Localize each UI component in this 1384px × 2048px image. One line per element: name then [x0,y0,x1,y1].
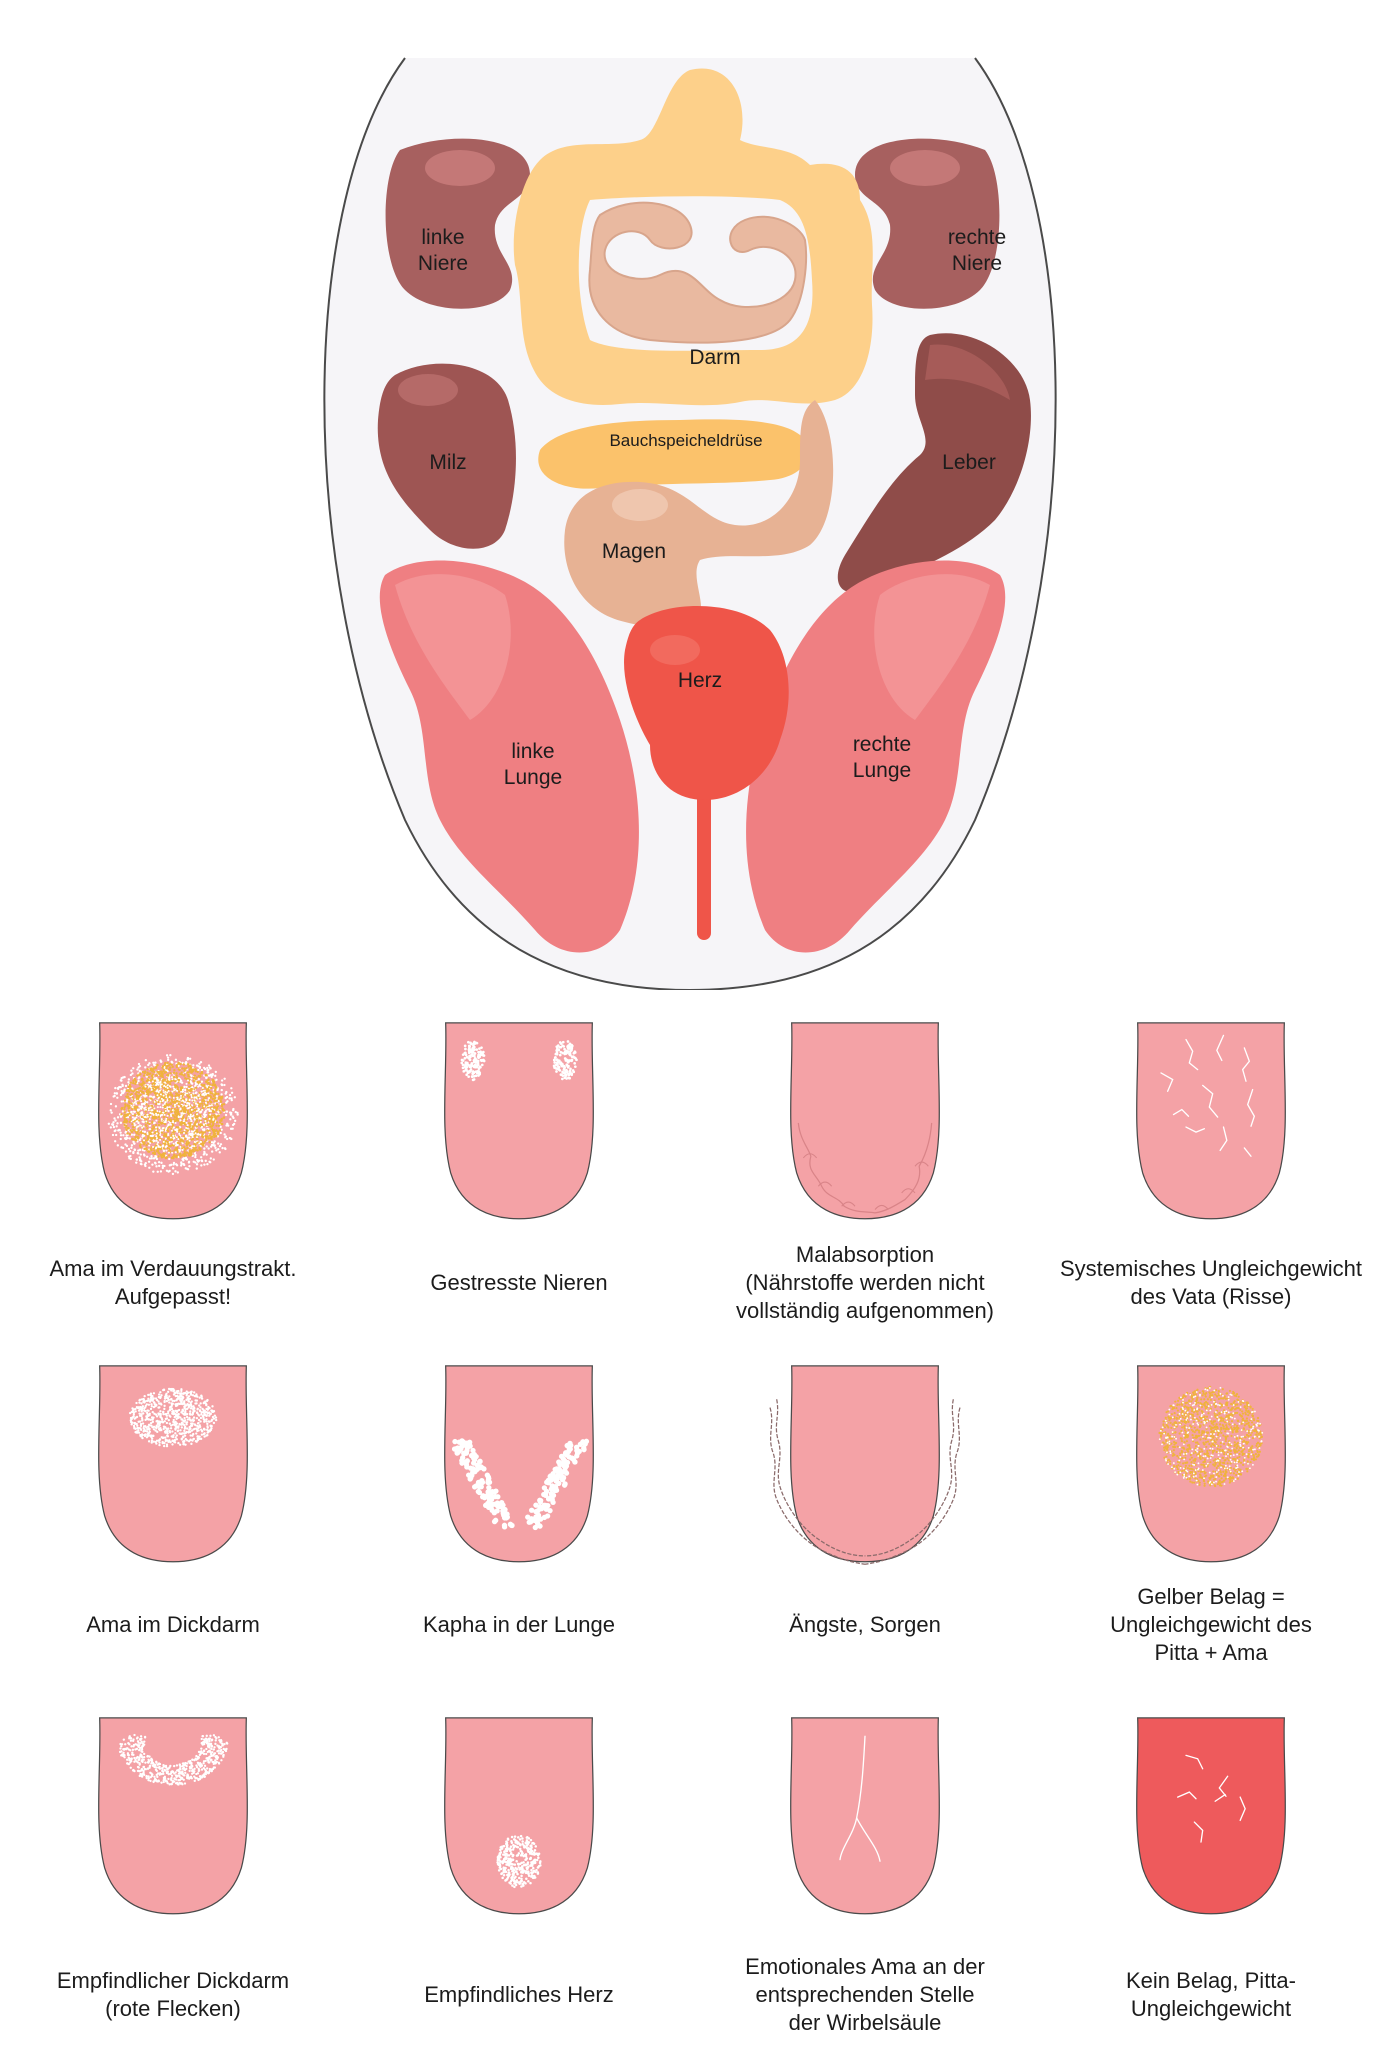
tongue-illustration [444,1022,594,1220]
condition-caption: Gestresste Nieren [430,1270,608,1295]
liver [837,333,1031,592]
tongue-illustration [790,1717,940,1915]
tongue-illustration [1136,1717,1286,1915]
stomach [564,400,834,628]
pancreas-label: Bauchspeicheldrüse [609,431,763,450]
left-lung-label: linke Lunge [503,740,563,789]
tongue-shape [1136,1022,1286,1220]
tongue-shape [790,1717,940,1915]
intestine-label: Darm [689,346,741,369]
liver-label: Leber [942,451,996,474]
tongue-shape [1136,1717,1286,1915]
small-intestine [588,201,808,344]
left-kidney [385,138,530,309]
condition-caption: Empfindlicher Dickdarm (rote Flecken) [56,1968,290,2021]
left-kidney-label: linke Niere [417,226,469,275]
tongue-shape [98,1365,248,1563]
spleen-label: Milz [429,451,467,474]
stomach-label: Magen [601,540,667,563]
tongue-illustration [1136,1365,1286,1563]
tongue-illustration [98,1022,248,1220]
condition-caption: Malabsorption (Nährstoffe werden nicht v… [735,1242,995,1323]
tongue-organ-map: linke Niere rechte Niere Darm Bauchspeic… [0,0,1384,992]
spleen [377,363,516,549]
tongue-illustration [444,1717,594,1915]
right-lung-label: rechte Lunge [852,733,912,782]
large-intestine [513,68,873,406]
condition-caption: Kein Belag, Pitta- Ungleichgewicht [1126,1968,1296,2021]
condition-caption: Ama im Dickdarm [86,1612,260,1637]
condition-caption: Kapha in der Lunge [422,1612,616,1637]
pancreas [538,419,809,489]
tongue-illustration [1136,1022,1286,1220]
heart-label: Herz [677,669,723,692]
tongue-shape [790,1365,940,1563]
tongue-shape [98,1717,248,1915]
tongue-illustration [98,1717,248,1915]
condition-caption: Emotionales Ama an der entsprechenden St… [745,1954,985,2035]
tongue-shape [444,1717,594,1915]
tongue-map-illustration [323,57,1057,992]
tongue-illustration [769,1365,961,1565]
tongue-shape [444,1365,594,1563]
condition-caption: Ama im Verdauungstrakt. Aufgepasst! [49,1256,297,1309]
right-kidney [855,138,1000,309]
tongue-illustration [444,1365,594,1563]
condition-caption: Ängste, Sorgen [789,1612,941,1637]
condition-caption: Gelber Belag = Ungleichgewicht des Pitta… [1110,1584,1312,1665]
condition-caption: Systemisches Ungleichgewicht des Vata (R… [1059,1256,1363,1309]
tongue-illustration [790,1022,940,1220]
right-kidney-label: rechte Niere [947,226,1007,275]
condition-caption: Empfindliches Herz [424,1982,614,2007]
tongue-illustration [98,1365,248,1563]
tongue-shape [790,1022,940,1220]
